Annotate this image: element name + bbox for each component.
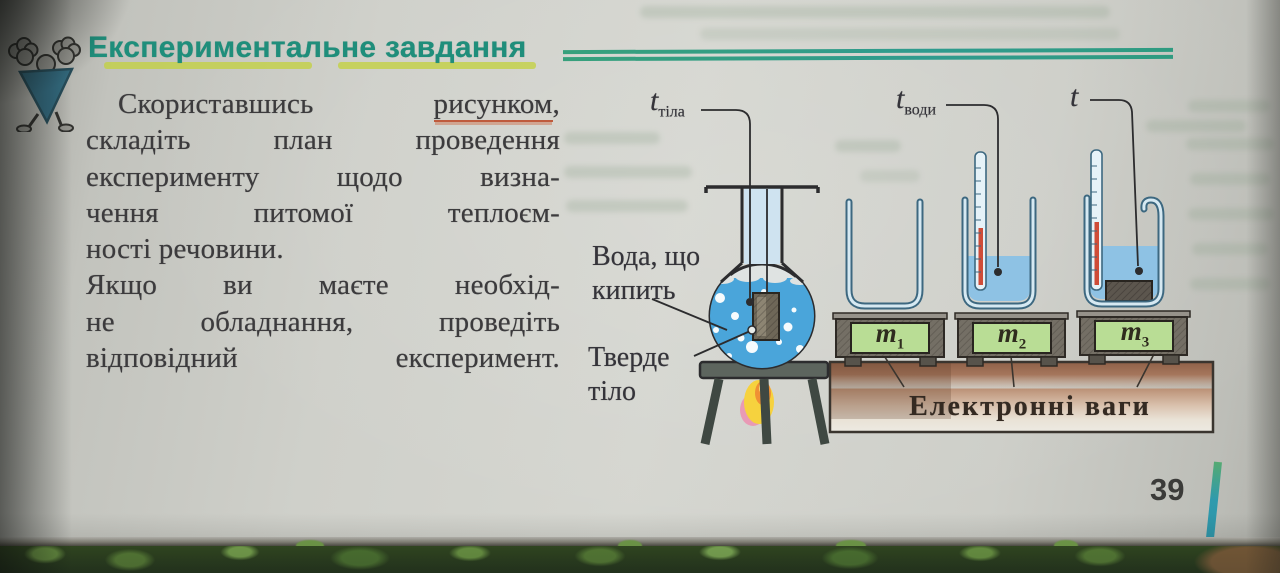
mascot-raised-fists-icon: [8, 36, 81, 132]
label-t-final: t: [1070, 80, 1079, 113]
thermometer: [1090, 149, 1103, 291]
scale-display-m3: m3: [1120, 316, 1150, 351]
page-number: 39: [1150, 472, 1185, 507]
tripod-legs: [700, 378, 830, 445]
section-title: Експериментальне завдання: [88, 31, 527, 64]
task-line-6: Якщо ви маєте необхід-: [86, 269, 560, 302]
beaker-empty: [845, 198, 924, 310]
beaker-water: [961, 151, 1037, 310]
label-t-water: tводи: [896, 82, 937, 119]
thermometer: [974, 151, 987, 291]
task-line-5: ності речовини.: [86, 233, 284, 266]
grass-background: [0, 546, 1280, 573]
task-line-7: не обладнання, проведіть: [86, 305, 560, 338]
task-line-4: чення питомої теплоєм-: [86, 196, 560, 229]
task-line-8: відповідний експеримент.: [86, 342, 560, 375]
scale-display-m1: m1: [875, 318, 905, 353]
beaker-water-solid: [1083, 149, 1165, 308]
task-text: Скориставшись рисунком, складіть план пр…: [86, 86, 560, 376]
task-line-1: Скориставшись рисунком,: [118, 88, 560, 122]
scale-display-m2: m2: [997, 318, 1027, 353]
task-line-2: складіть план проведення: [86, 124, 560, 157]
scales-caption: Електронні ваги: [909, 391, 1151, 422]
task-line-3: експерименту щодо визна-: [86, 160, 560, 193]
solid-body-in-flask: [752, 292, 780, 341]
label-t-body: tтіла: [650, 84, 685, 121]
underlined-word: рисунком: [433, 88, 553, 122]
